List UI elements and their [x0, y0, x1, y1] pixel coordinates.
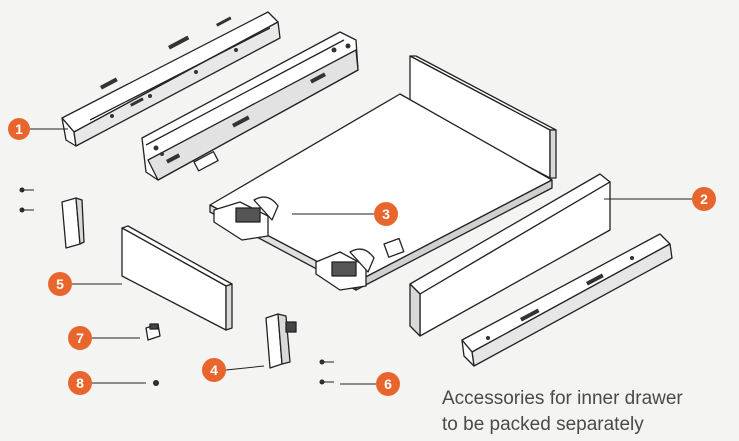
- callout-4-label: 4: [210, 362, 218, 378]
- accessories-note-line-2: to be packed separately: [442, 414, 644, 435]
- inner-front-panel: [121, 225, 233, 331]
- callout-2-circle: [692, 187, 716, 211]
- leader-lines: [30, 128, 692, 385]
- callout-1-circle: [8, 118, 30, 140]
- callout-4-circle: [202, 358, 226, 382]
- callout-7-circle: [68, 326, 92, 350]
- callout-6: 6: [376, 372, 400, 396]
- inner-front-bracket: [265, 313, 297, 369]
- callout-1-label: 1: [15, 121, 23, 137]
- accessories-note: Accessories for inner drawer to be packe…: [442, 386, 683, 438]
- right-runner-rail: [461, 233, 673, 367]
- left-drawer-side: [141, 31, 359, 181]
- callout-8-circle: [68, 371, 92, 395]
- callout-3-circle: [374, 202, 398, 226]
- callout-8-label: 8: [76, 375, 84, 391]
- back-panel: [409, 55, 557, 179]
- callout-1: 1: [8, 118, 30, 140]
- callout-3: 3: [374, 202, 398, 226]
- callout-5-circle: [48, 272, 72, 296]
- callout-6-circle: [376, 372, 400, 396]
- small-clip: [145, 323, 161, 341]
- accessories-note-line-1: Accessories for inner drawer: [442, 388, 683, 409]
- callout-7-label: 7: [76, 330, 84, 346]
- callout-3-label: 3: [382, 206, 390, 222]
- right-side-panel: [409, 173, 611, 337]
- pin: [153, 380, 159, 386]
- callout-8: 8: [68, 371, 92, 395]
- callout-5-label: 5: [56, 276, 64, 292]
- front-locking-clip: [213, 196, 405, 291]
- callout-2-label: 2: [700, 191, 708, 207]
- callout-5: 5: [48, 272, 72, 296]
- spare-bracket: [61, 197, 85, 249]
- screw-set-top-left: [19, 187, 34, 213]
- callout-6-label: 6: [384, 376, 392, 392]
- callout-4: 4: [202, 358, 226, 382]
- callout-7: 7: [68, 326, 92, 350]
- left-runner-rail: [61, 11, 281, 147]
- callout-2: 2: [692, 187, 716, 211]
- screws: [319, 359, 334, 385]
